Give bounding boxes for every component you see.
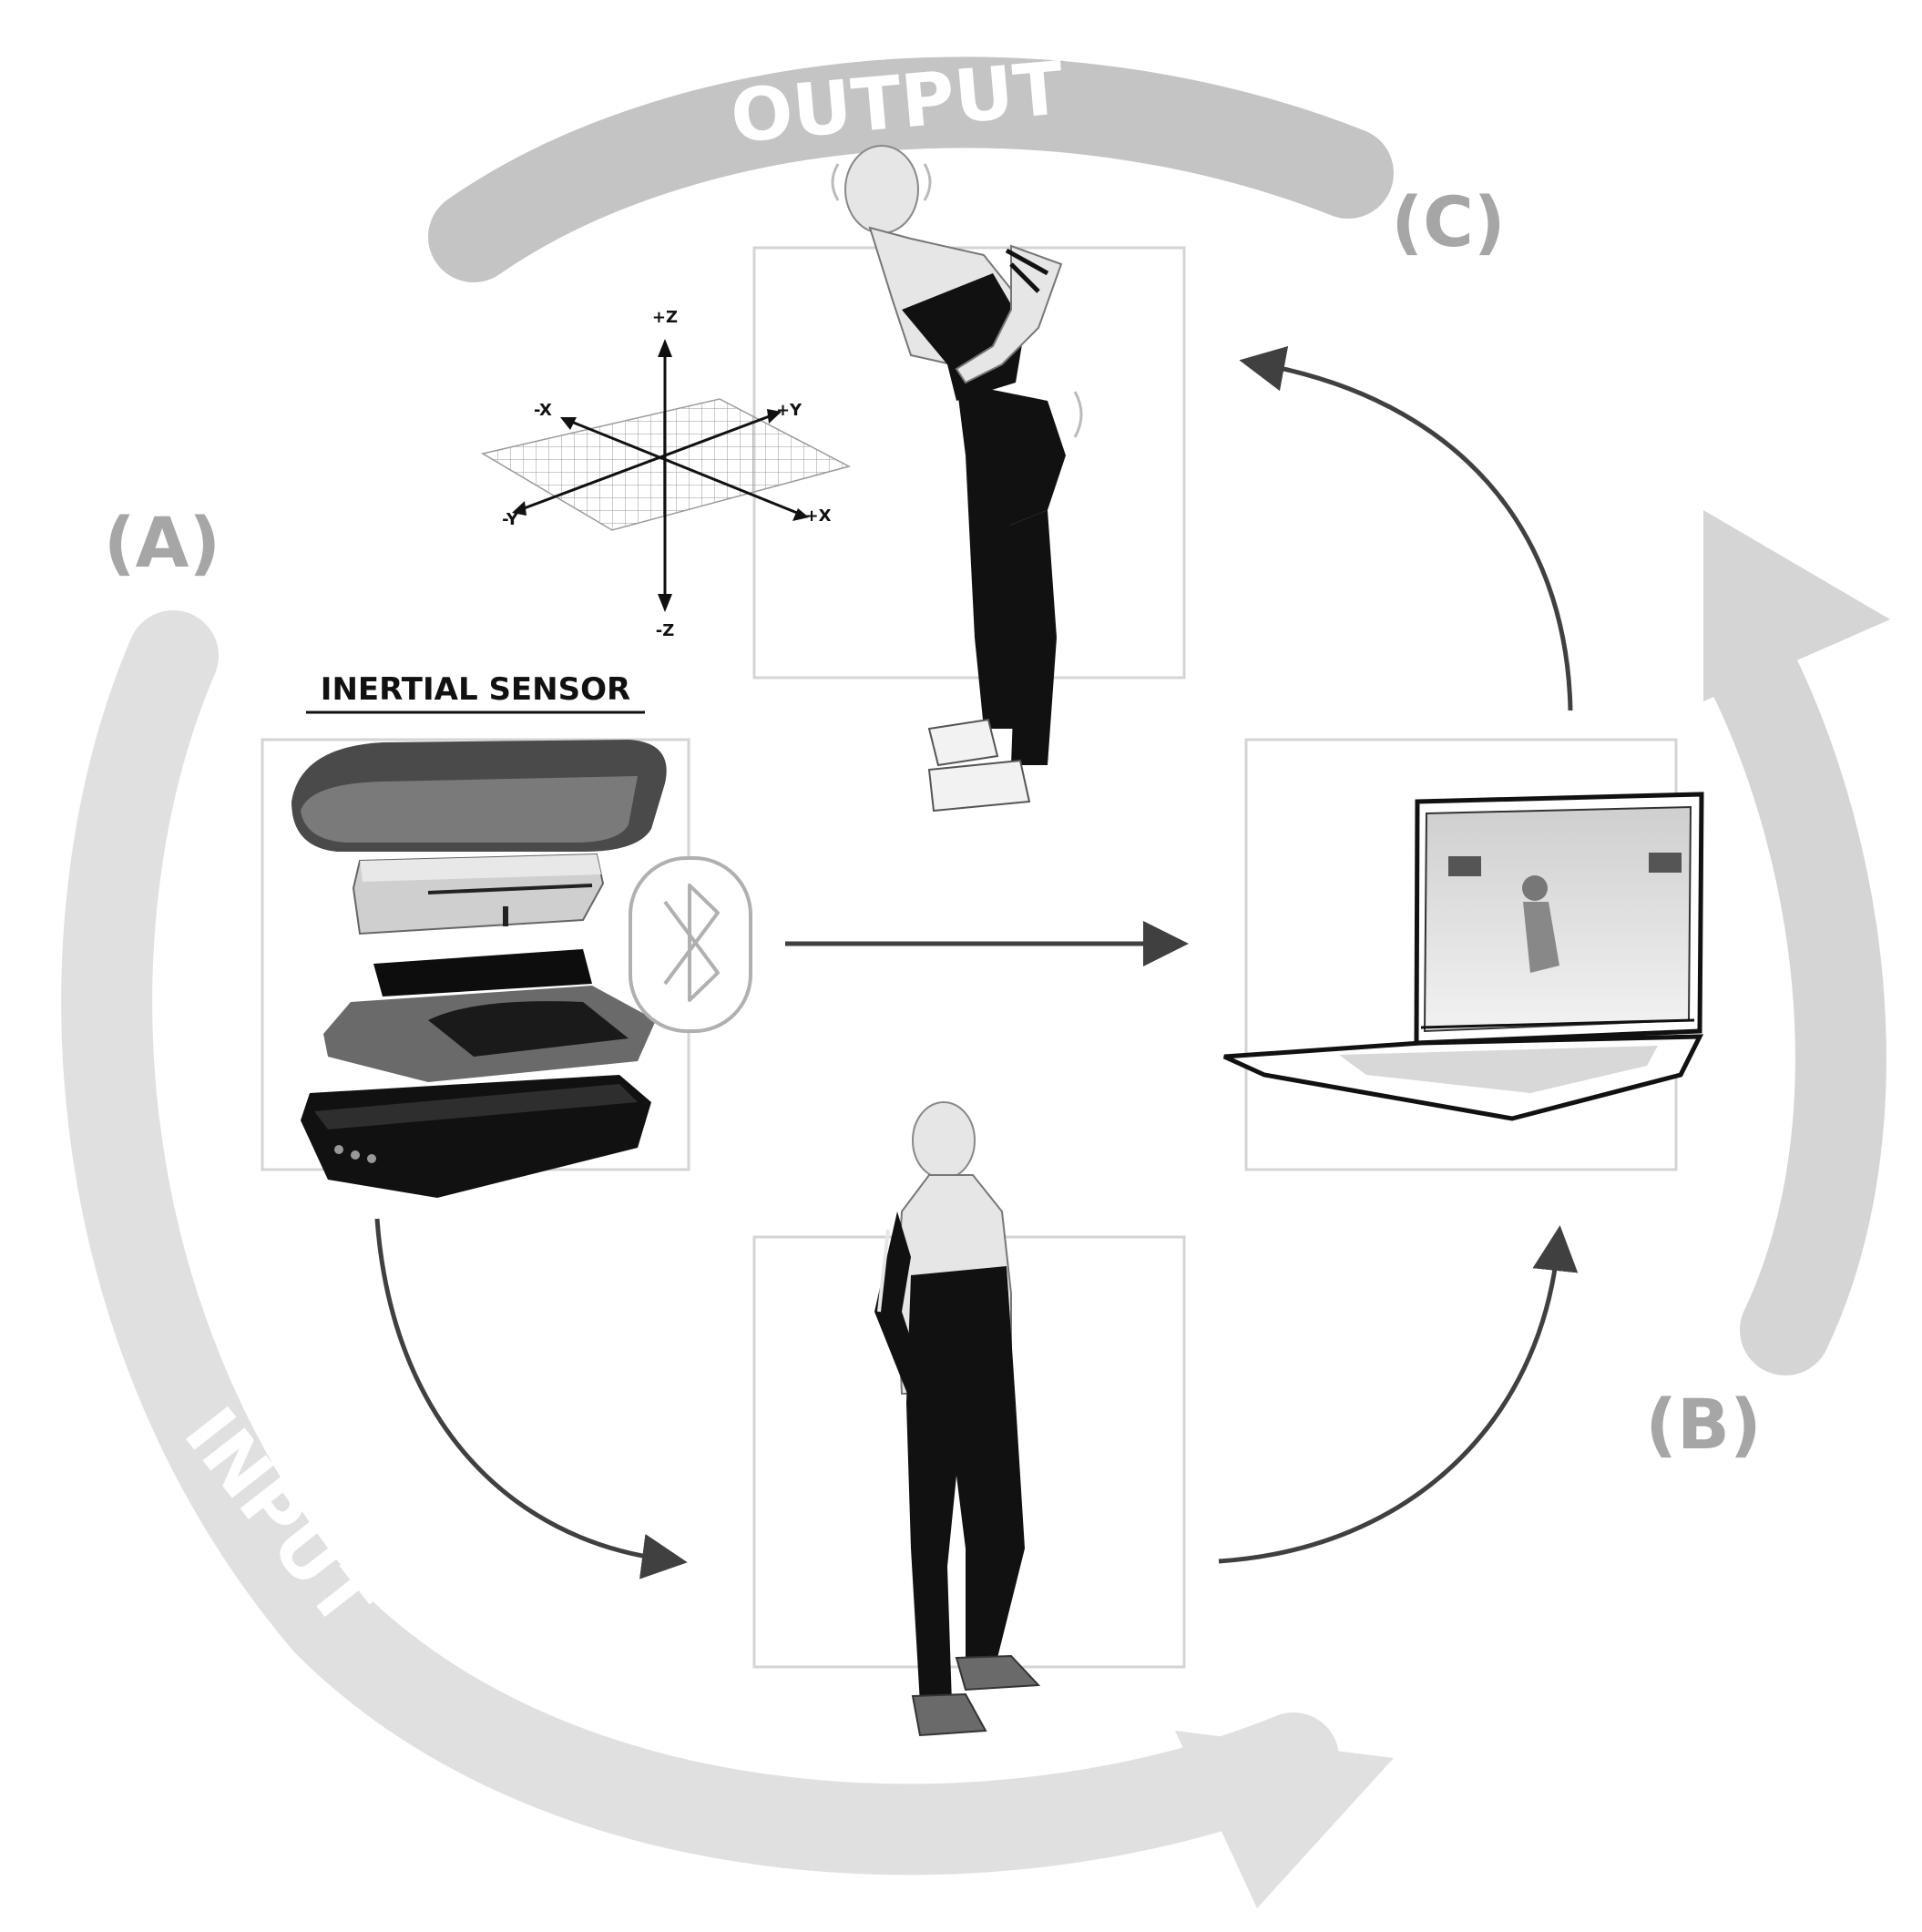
output-cycle-arrow — [428, 56, 1394, 282]
laptop-icon — [1222, 792, 1704, 1121]
axis-plus-y: +Y — [776, 401, 803, 420]
label-c: (C) — [1391, 181, 1505, 262]
sensor-title: INERTIAL SENSOR — [321, 671, 630, 708]
axis-minus-y: -Y — [502, 510, 519, 529]
person-standing-icon — [874, 1101, 1041, 1737]
axis-minus-x: -X — [534, 401, 552, 420]
axis-minus-z: -Z — [656, 621, 675, 640]
bluetooth-icon — [629, 856, 752, 1033]
person-bending-icon — [831, 145, 1083, 813]
label-a: (A) — [104, 502, 220, 583]
label-b: (B) — [1645, 1384, 1761, 1465]
input-cycle-arrow — [61, 610, 1394, 1908]
inertial-sensor-exploded-icon — [291, 740, 667, 1198]
arrow-standing-to-laptop — [1218, 1225, 1579, 1564]
processing-cycle-arrow — [1703, 510, 1890, 1375]
axis-plus-z: +Z — [652, 308, 678, 327]
axis-plus-x: +X — [805, 506, 832, 526]
arrow-sensor-to-standing — [374, 1218, 688, 1579]
3d-axes-icon: +Z -Z -X +X +Y -Y — [481, 308, 852, 640]
arrow-laptop-to-bending — [1239, 346, 1573, 711]
